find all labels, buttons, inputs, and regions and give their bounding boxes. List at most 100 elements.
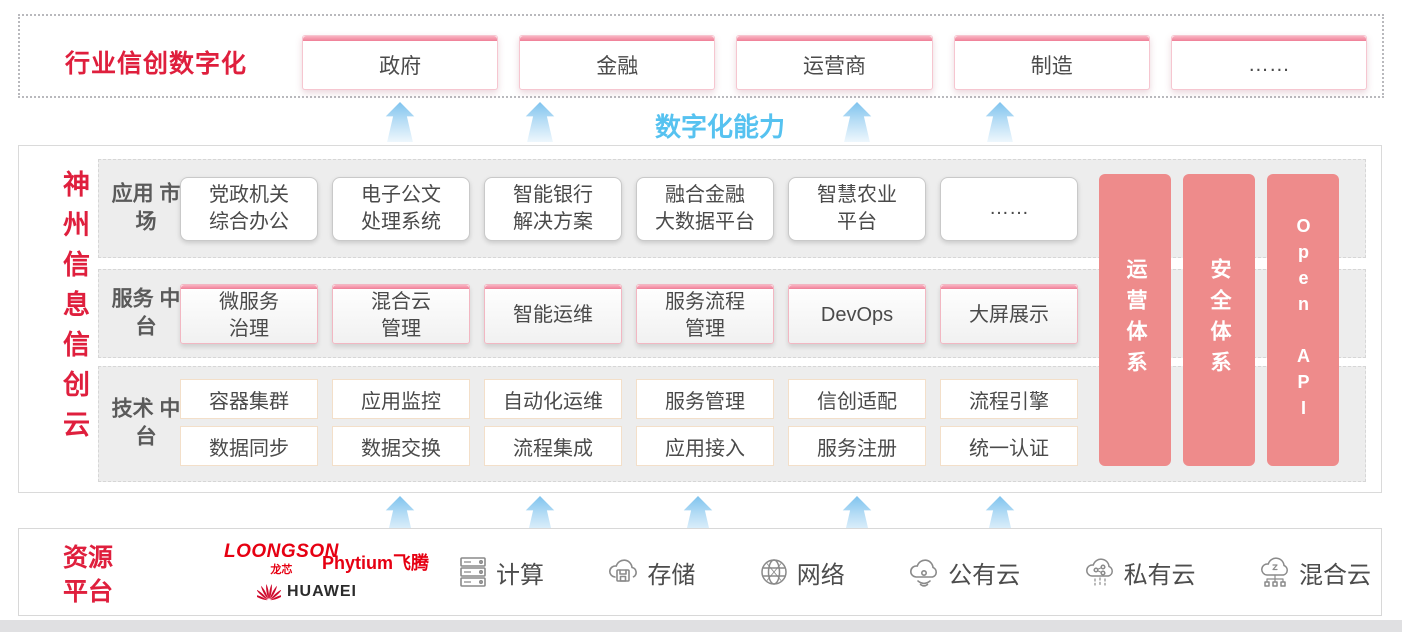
box-top-accent bbox=[181, 284, 317, 289]
industry-box-more: …… bbox=[1170, 35, 1368, 90]
app-box-more: …… bbox=[940, 176, 1078, 241]
box-line: 智能银行 bbox=[513, 183, 593, 206]
vendor-logos: LOONGSON 龙芯 Phytium飞腾 bbox=[214, 537, 444, 609]
industry-label: 制造 bbox=[1030, 54, 1073, 78]
label-line: 平台 bbox=[63, 577, 114, 606]
box-line: 管理 bbox=[381, 317, 421, 340]
app-market-label: 应用 市场 bbox=[111, 180, 181, 237]
arrow-up-icon bbox=[842, 102, 872, 142]
network-globe-icon bbox=[761, 559, 787, 585]
box-line: 大屏展示 bbox=[969, 304, 1049, 326]
service-box: 智能运维 bbox=[484, 283, 622, 344]
private-cloud-icon bbox=[1085, 558, 1113, 586]
huawei-flower-icon bbox=[257, 583, 281, 601]
resource-item-public-cloud: 公有云 bbox=[906, 555, 1020, 590]
resource-item-storage: 存储 bbox=[605, 555, 695, 590]
app-market-panel: 应用 市场 党政机关综合办公 电子公文处理系统 智能银行解决方案 融合金融大数据… bbox=[98, 159, 1366, 258]
resource-label: 私有云 bbox=[1123, 561, 1196, 589]
capability-caption: 数字化能力 bbox=[654, 112, 785, 142]
cloud-platform-section: 神州信息信创云 应用 市场 党政机关综合办公 电子公文处理系统 智能银行解决方案… bbox=[18, 145, 1382, 493]
app-box: 智能银行解决方案 bbox=[484, 176, 622, 241]
loongson-wordmark: LOONGSON bbox=[224, 541, 339, 562]
box-top-accent bbox=[520, 36, 715, 41]
hybrid-cloud-icon bbox=[1261, 557, 1288, 587]
industry-box-government: 政府 bbox=[302, 35, 499, 90]
bottom-divider bbox=[0, 620, 1402, 632]
arrow-up-icon bbox=[985, 102, 1015, 142]
box-line: 大数据平台 bbox=[655, 210, 755, 233]
box-line: …… bbox=[989, 197, 1029, 219]
label-line: 服务 bbox=[111, 287, 154, 311]
box-line: 处理系统 bbox=[361, 210, 441, 233]
service-box: 大屏展示 bbox=[940, 283, 1078, 344]
service-box: 混合云管理 bbox=[332, 283, 470, 344]
industry-header-title: 行业信创数字化 bbox=[65, 50, 248, 78]
box-line: 治理 bbox=[229, 317, 269, 340]
resource-item-hybrid-cloud: 混合云 bbox=[1257, 555, 1371, 590]
box-top-accent bbox=[303, 36, 498, 41]
pillar-label: Open API bbox=[1293, 216, 1314, 424]
resource-label: 混合云 bbox=[1298, 561, 1371, 589]
service-box: DevOps bbox=[788, 283, 926, 344]
resource-item-compute: 计算 bbox=[456, 555, 544, 590]
industry-label: 运营商 bbox=[803, 54, 866, 78]
box-line: DevOps bbox=[820, 304, 894, 326]
pillar-security-system: 安全体系 bbox=[1183, 174, 1255, 466]
huawei-logo: HUAWEI bbox=[257, 581, 357, 602]
huawei-wordmark: HUAWEI bbox=[287, 582, 357, 600]
box-line: 智能运维 bbox=[513, 304, 593, 326]
box-line: 综合办公 bbox=[209, 210, 289, 233]
box-top-accent bbox=[737, 36, 932, 41]
resource-label: 存储 bbox=[647, 561, 696, 589]
server-icon bbox=[460, 557, 486, 587]
tech-box: 统一认证 bbox=[940, 426, 1078, 466]
tech-box: 服务管理 bbox=[636, 379, 774, 419]
box-line: 融合金融 bbox=[665, 183, 745, 206]
public-cloud-icon bbox=[910, 559, 938, 587]
service-platform-label: 服务 中台 bbox=[111, 285, 181, 342]
resource-platform-label: 资源 平台 bbox=[63, 542, 113, 610]
tech-box: 流程引擎 bbox=[940, 379, 1078, 419]
box-line: 党政机关 bbox=[209, 183, 289, 206]
app-box: 融合金融大数据平台 bbox=[636, 176, 774, 241]
label-line: 中台 bbox=[135, 397, 181, 449]
box-top-accent bbox=[637, 284, 773, 289]
box-line: 微服务 bbox=[219, 290, 279, 313]
industry-header-section: 行业信创数字化 政府 金融 运营商 制造 …… bbox=[18, 14, 1384, 98]
box-line: 解决方案 bbox=[513, 210, 593, 233]
resource-platform-section: 资源 平台 LOONGSON 龙芯 Phytium飞腾 bbox=[18, 528, 1382, 616]
tech-box: 信创适配 bbox=[788, 379, 926, 419]
box-line: 平台 bbox=[837, 210, 877, 233]
tech-box: 自动化运维 bbox=[484, 379, 622, 419]
service-box: 微服务治理 bbox=[180, 283, 318, 344]
tech-box: 流程集成 bbox=[484, 426, 622, 466]
service-box-row: 微服务治理 混合云管理 智能运维 服务流程管理 DevOps 大屏展示 bbox=[180, 283, 1078, 344]
label-line: 应用 bbox=[111, 182, 154, 206]
resource-label: 计算 bbox=[496, 561, 544, 589]
pillar-label: 安全体系 bbox=[1208, 258, 1231, 382]
box-line: 混合云 bbox=[371, 290, 431, 313]
loongson-chinese-name: 龙芯 bbox=[270, 564, 293, 576]
platform-vertical-title: 神州信息信创云 bbox=[59, 170, 89, 450]
tech-box: 服务注册 bbox=[788, 426, 926, 466]
industry-box-finance: 金融 bbox=[519, 35, 716, 90]
app-box-row: 党政机关综合办公 电子公文处理系统 智能银行解决方案 融合金融大数据平台 智慧农… bbox=[180, 176, 1078, 241]
industry-label: 金融 bbox=[596, 54, 639, 78]
app-box: 电子公文处理系统 bbox=[332, 176, 470, 241]
pillar-label: 运营体系 bbox=[1124, 258, 1147, 382]
box-top-accent bbox=[1171, 36, 1367, 41]
tech-platform-label: 技术 中台 bbox=[111, 396, 181, 453]
label-line: 技术 bbox=[111, 397, 154, 421]
tech-box: 数据同步 bbox=[180, 426, 318, 466]
app-box: 智慧农业平台 bbox=[788, 176, 926, 241]
industry-label: 政府 bbox=[379, 54, 422, 78]
tech-box-grid: 容器集群 应用监控 自动化运维 服务管理 信创适配 流程引擎 数据同步 数据交换… bbox=[180, 379, 1078, 466]
resource-items-row: 计算 存储 网络 bbox=[456, 529, 1371, 615]
tech-box: 数据交换 bbox=[332, 426, 470, 466]
arrow-up-icon bbox=[525, 102, 555, 142]
tech-box: 应用接入 bbox=[636, 426, 774, 466]
resource-item-private-cloud: 私有云 bbox=[1082, 555, 1196, 590]
loongson-logo: LOONGSON 龙芯 bbox=[224, 541, 339, 577]
box-top-accent bbox=[333, 284, 469, 289]
